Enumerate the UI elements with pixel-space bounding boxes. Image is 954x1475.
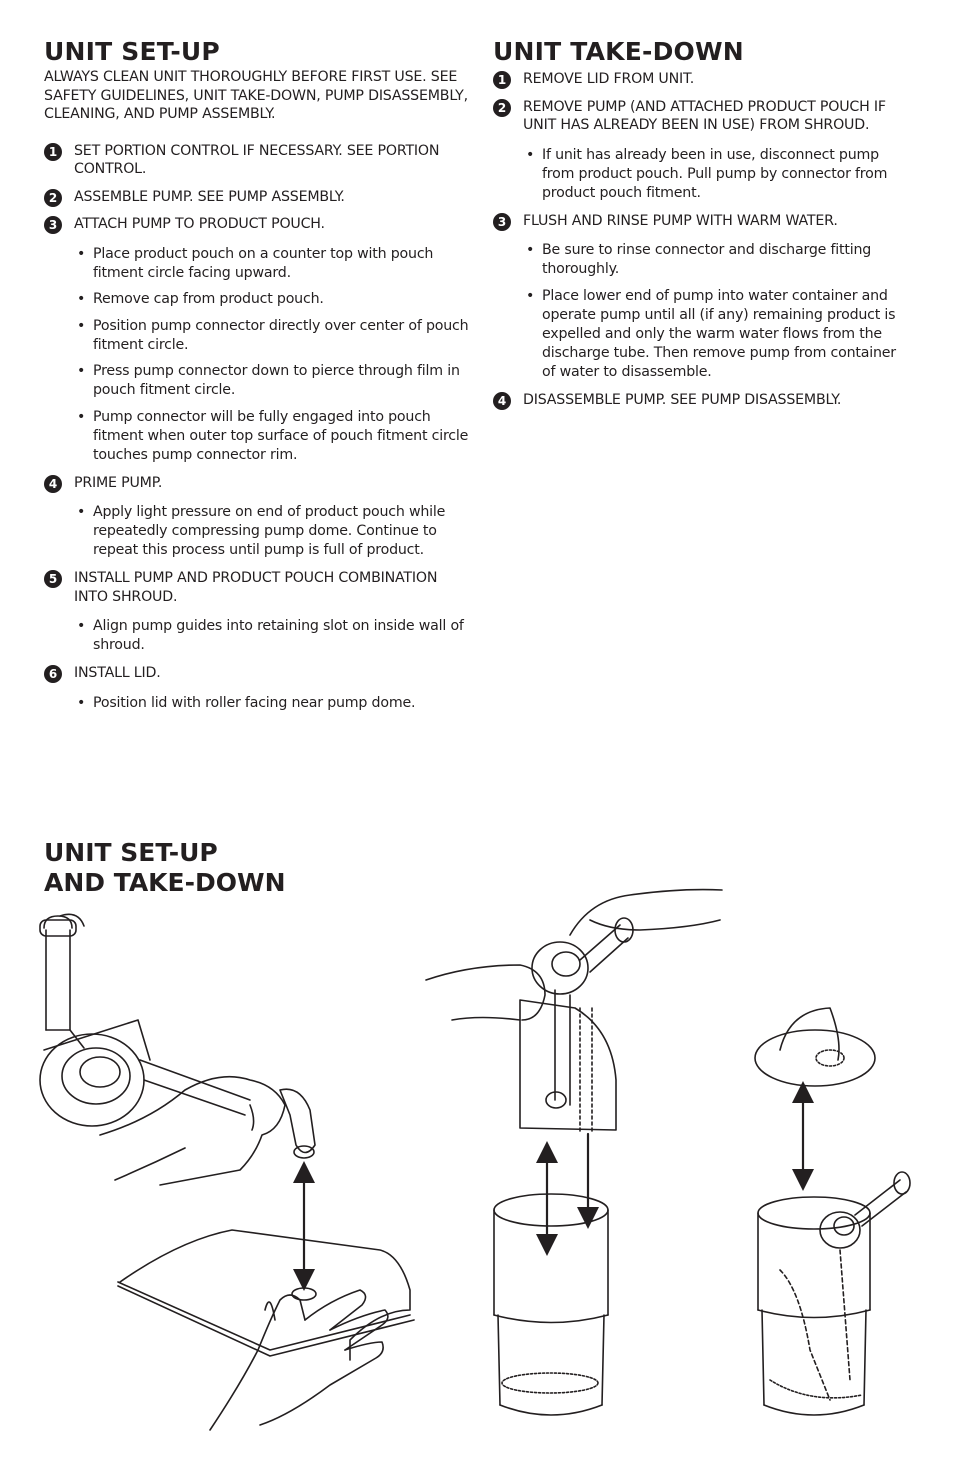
setup-step-5: 5 INSTALL PUMP AND PRODUCT POUCH COMBINA…: [44, 569, 474, 655]
step-number-badge: 1: [493, 71, 511, 89]
bullet-item: If unit has already been in use, disconn…: [523, 146, 913, 203]
setup-step-4: 4 PRIME PUMP. Apply light pressure on en…: [44, 474, 474, 561]
takedown-step-1: 1 REMOVE LID FROM UNIT.: [493, 70, 913, 89]
setup-title: UNIT SET-UP: [44, 37, 220, 66]
step-number-badge: 2: [44, 188, 62, 207]
unit-setup-section: UNIT SET-UP ALWAYS CLEAN UNIT THOROUGHLY…: [44, 38, 474, 720]
step-text: DISASSEMBLE PUMP. SEE PUMP DISASSEMBLY.: [523, 391, 842, 408]
setup-takedown-illustration: [39, 888, 911, 1431]
step-bullets: Position lid with roller facing near pum…: [74, 694, 474, 713]
lid-drawing: [754, 1007, 876, 1087]
setup-intro: ALWAYS CLEAN UNIT THOROUGHLY BEFORE FIRS…: [44, 69, 468, 122]
bullet-item: Place lower end of pump into water conta…: [523, 287, 913, 382]
step-bullets: Be sure to rinse connector and discharge…: [523, 241, 913, 382]
step-bullets: Align pump guides into retaining slot on…: [74, 617, 474, 655]
bullet-item: Press pump connector down to pierce thro…: [74, 362, 474, 400]
step-text: REMOVE LID FROM UNIT.: [523, 71, 695, 87]
setup-step-2: 2 ASSEMBLE PUMP. SEE PUMP ASSEMBLY.: [44, 188, 474, 207]
step-number-badge: 4: [44, 474, 62, 493]
step-number-badge: 6: [44, 665, 62, 683]
bullet-item: Position lid with roller facing near pum…: [74, 694, 474, 713]
hand-on-pouch: [209, 1289, 389, 1431]
step-number-badge: 2: [493, 98, 511, 117]
step-number-badge: 5: [44, 570, 62, 588]
step-text: PRIME PUMP.: [74, 474, 163, 491]
takedown-step-2: 2 REMOVE PUMP (AND ATTACHED PRODUCT POUC…: [493, 98, 913, 203]
step-text: REMOVE PUMP (AND ATTACHED PRODUCT POUCH …: [523, 98, 886, 134]
step-text: INSTALL PUMP AND PRODUCT POUCH COMBINATI…: [74, 570, 438, 605]
illustration-title-line-2: AND TAKE-DOWN: [44, 868, 286, 897]
shroud-container-right: [757, 1171, 911, 1416]
bullet-item: Align pump guides into retaining slot on…: [74, 617, 474, 655]
product-pouch-drawing: [117, 1229, 415, 1361]
step-bullets: Apply light pressure on end of product p…: [74, 503, 474, 560]
step-text: ATTACH PUMP TO PRODUCT POUCH.: [74, 216, 325, 232]
setup-step-3: 3 ATTACH PUMP TO PRODUCT POUCH. Place pr…: [44, 215, 474, 465]
shroud-container-left: [493, 1193, 609, 1416]
hand-holding-pump: [425, 888, 723, 1021]
pump-assembly-drawing: [39, 913, 316, 1159]
illustration-title-line-1: UNIT SET-UP: [44, 838, 218, 867]
step-text: INSTALL LID.: [74, 665, 161, 681]
unit-takedown-section: UNIT TAKE-DOWN 1 REMOVE LID FROM UNIT. 2…: [493, 37, 913, 410]
setup-steps: 1 SET PORTION CONTROL IF NECESSARY. SEE …: [44, 142, 474, 713]
step-number-badge: 3: [44, 216, 62, 234]
step-bullets: If unit has already been in use, disconn…: [523, 146, 913, 203]
step-number-badge: 3: [493, 212, 511, 231]
illustration-title: UNIT SET-UP AND TAKE-DOWN: [44, 838, 286, 898]
setup-step-1: 1 SET PORTION CONTROL IF NECESSARY. SEE …: [44, 142, 474, 179]
step-text: ASSEMBLE PUMP. SEE PUMP ASSEMBLY.: [74, 188, 345, 205]
step-number-badge: 1: [44, 142, 62, 161]
setup-step-6: 6 INSTALL LID. Position lid with roller …: [44, 664, 474, 713]
step-text: SET PORTION CONTROL IF NECESSARY. SEE PO…: [74, 142, 440, 178]
takedown-step-3: 3 FLUSH AND RINSE PUMP WITH WARM WATER. …: [493, 212, 913, 382]
bullet-item: Position pump connector directly over ce…: [74, 317, 474, 355]
takedown-title: UNIT TAKE-DOWN: [493, 37, 744, 66]
bullet-item: Remove cap from product pouch.: [74, 290, 474, 309]
bullet-item: Apply light pressure on end of product p…: [74, 503, 474, 560]
takedown-steps: 1 REMOVE LID FROM UNIT. 2 REMOVE PUMP (A…: [493, 70, 913, 410]
step-text: FLUSH AND RINSE PUMP WITH WARM WATER.: [523, 212, 838, 229]
hand-holding-connector: [99, 1075, 286, 1186]
step-number-badge: 4: [493, 391, 511, 410]
bullet-item: Place product pouch on a counter top wit…: [74, 245, 474, 283]
step-bullets: Place product pouch on a counter top wit…: [74, 245, 474, 465]
pump-with-pouch-drawing: [519, 917, 634, 1133]
bullet-item: Pump connector will be fully engaged int…: [74, 408, 474, 465]
takedown-step-4: 4 DISASSEMBLE PUMP. SEE PUMP DISASSEMBLY…: [493, 391, 913, 410]
bullet-item: Be sure to rinse connector and discharge…: [523, 241, 913, 279]
